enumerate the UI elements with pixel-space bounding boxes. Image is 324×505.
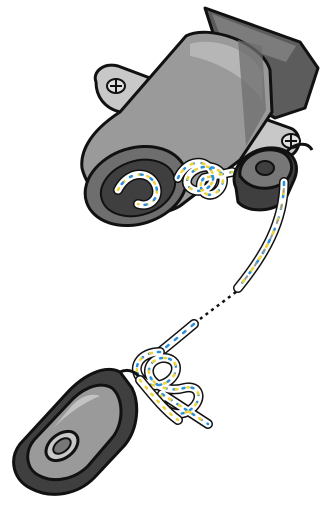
bottom-pulley-block bbox=[14, 369, 140, 494]
rope-lower-run bbox=[160, 324, 194, 352]
rope-dotted-gap bbox=[196, 292, 236, 322]
screw-head-left bbox=[107, 79, 125, 93]
